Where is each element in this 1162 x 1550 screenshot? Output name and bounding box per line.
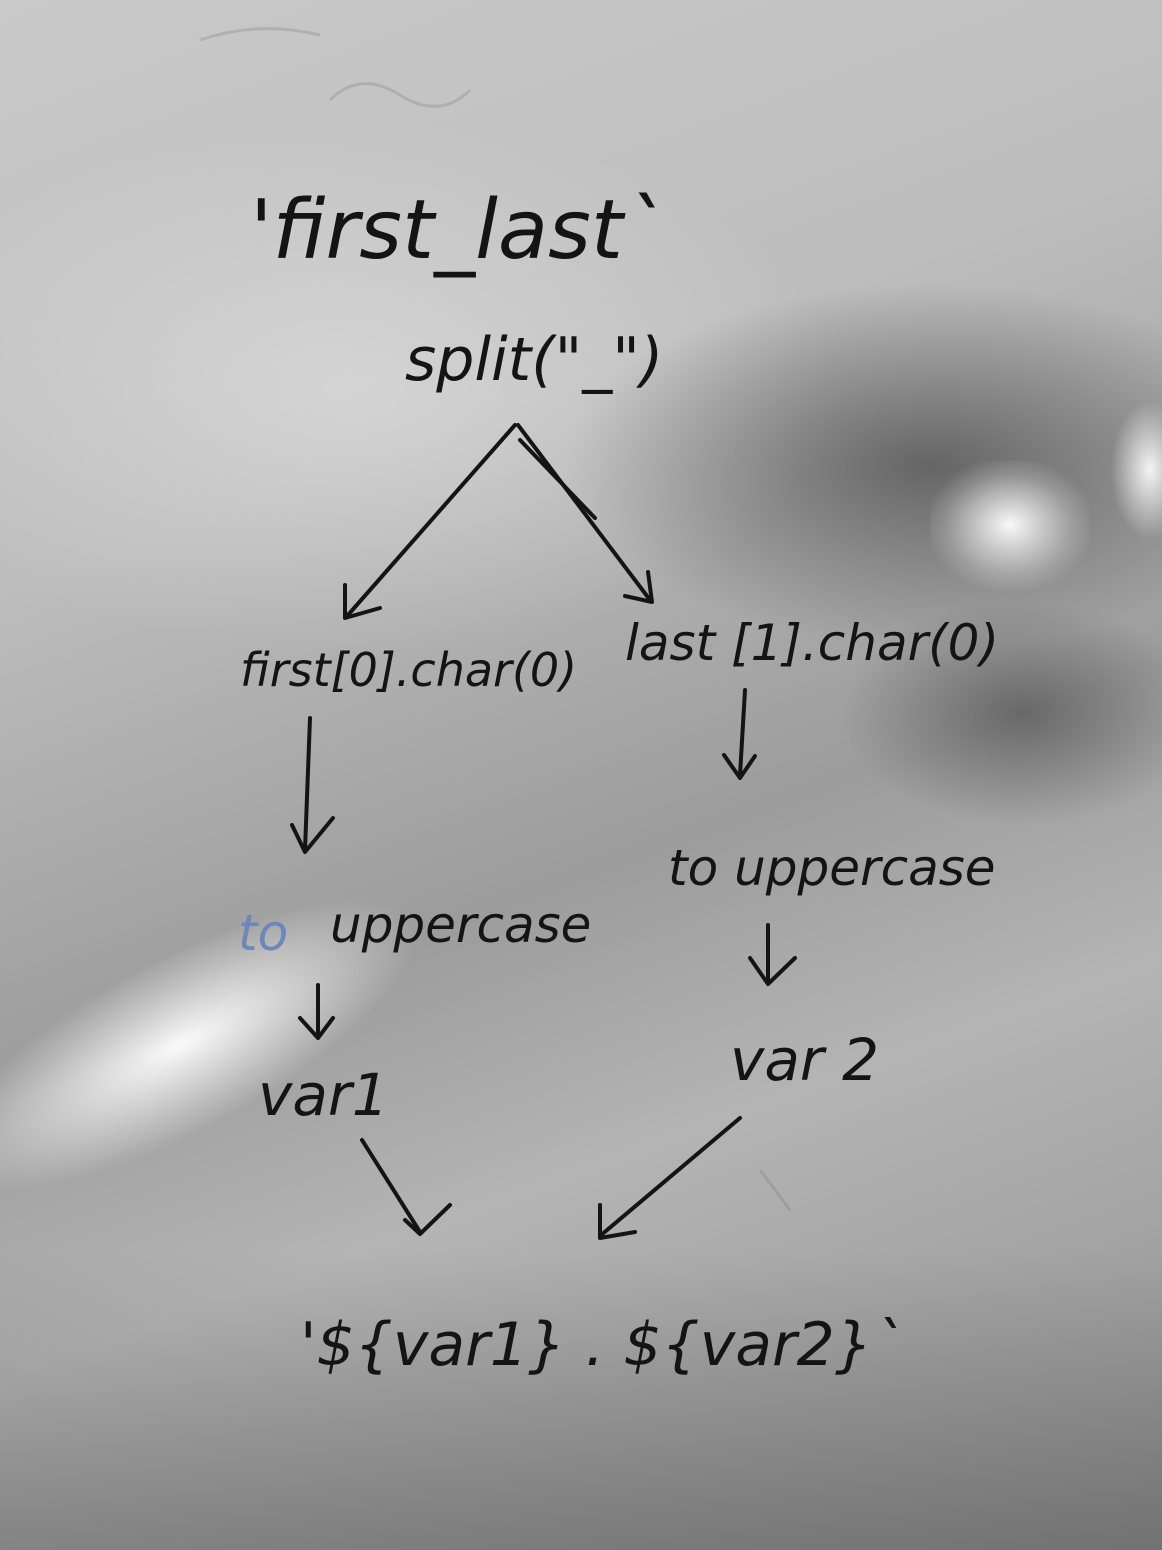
arrow-right-transform-to-variable: [748, 923, 797, 986]
split-operation: split("_"): [405, 325, 663, 395]
left-access-expression: first[0].char(0): [240, 643, 577, 697]
output-template: '${var1} . ${var2}`: [300, 1310, 903, 1380]
left-transform-label: uppercase: [330, 896, 591, 954]
arrow-right-variable-to-output: [598, 1116, 742, 1240]
left-transform-prefix: to: [238, 904, 288, 962]
arrow-right-access-to-transform: [722, 688, 757, 780]
arrow-split-to-right: [516, 423, 654, 604]
arrow-split-to-left: [343, 423, 517, 620]
right-access-expression: last [1].char(0): [625, 614, 999, 672]
arrow-left-variable-to-output: [360, 1138, 452, 1236]
arrow-left-access-to-transform: [290, 716, 335, 854]
left-variable: var1: [258, 1061, 389, 1129]
right-transform-label: to uppercase: [668, 839, 996, 897]
right-variable: var 2: [730, 1026, 879, 1094]
input-string: 'first_last`: [250, 183, 664, 278]
arrow-left-transform-to-variable: [298, 983, 335, 1040]
smudge-marks: [199, 27, 792, 1211]
